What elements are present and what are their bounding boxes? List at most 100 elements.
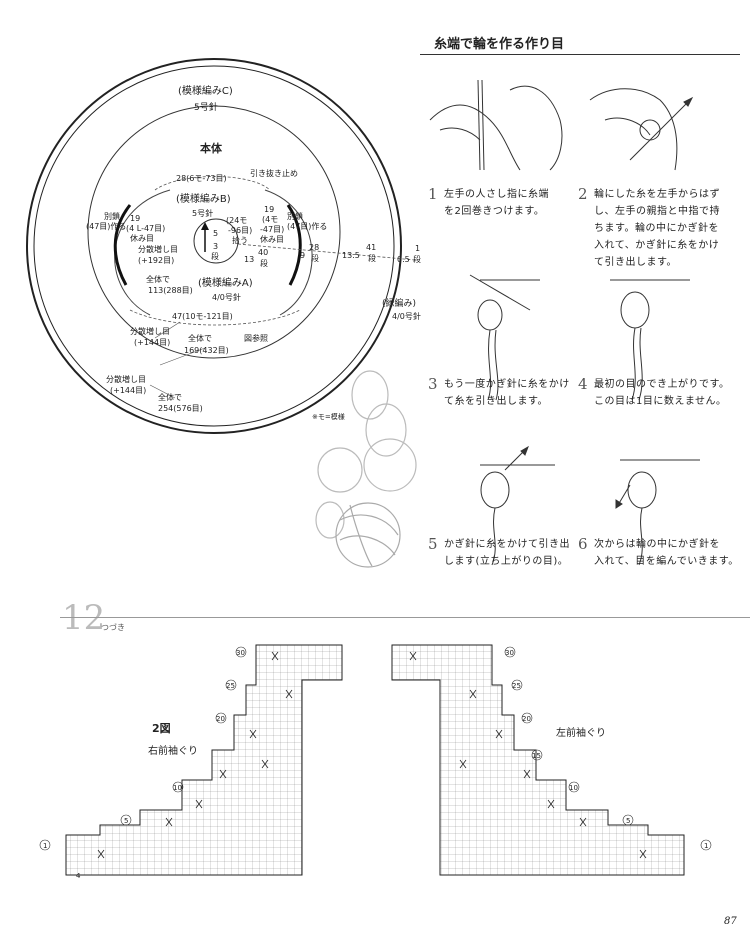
right-row-5: 5 [124, 817, 128, 825]
right-row-1: 1 [43, 842, 47, 850]
total-113-1: 全体で [146, 274, 170, 284]
leader-line [154, 321, 181, 339]
center-row: 段 [211, 251, 219, 261]
count-135: 13.5 [342, 251, 360, 260]
right-47: -47目) [260, 225, 284, 234]
left-row-25: 25 [512, 682, 521, 690]
outer-ring-edge [26, 58, 402, 434]
left-19: 19 [130, 214, 140, 223]
left-opening [113, 204, 132, 286]
pattern-c-label: (模様編みC) [178, 84, 233, 97]
step-1-line-2: を2回巻きつけます。 [444, 206, 545, 217]
pick-up-1: (24モ [226, 216, 247, 225]
body-ring [87, 105, 341, 359]
leader-line [149, 384, 176, 399]
step-2-line-3: ちます。輪の中にかぎ針を [594, 223, 719, 234]
left-row-1: 1 [704, 842, 708, 850]
inc-144b-2: (+144目) [110, 386, 146, 395]
step-1-text: 左手の人さし指に糸端 を2回巻きつけます。 [444, 186, 549, 220]
page-number: 87 [724, 916, 737, 927]
step-5-line-2: します(立ち上がりの目)。 [444, 556, 569, 567]
left-chart-shape [391, 644, 685, 876]
inc-192-2: (+192目) [138, 256, 174, 265]
left-row-30: 30 [505, 649, 514, 657]
left-row-15: 15 [532, 752, 541, 760]
section-subtitle: つづき [101, 623, 125, 632]
inc-144b-1: 分散増し目 [106, 374, 146, 384]
inc-144-2: (+144目) [134, 338, 170, 347]
right-row-30: 30 [236, 649, 245, 657]
center-arrow-head [201, 222, 209, 230]
step-2-text: 輪にした糸を左手からはず し、左手の親指と中指で持 ちます。輪の中にかぎ針を 入… [594, 186, 720, 271]
step-6-line-1: 次からは輪の中にかぎ針を [594, 539, 720, 550]
total-254-1: 全体で [158, 392, 182, 402]
figure-label: 2図 [152, 721, 171, 735]
right-rest: 休み目 [260, 234, 284, 244]
frac-40-bot: 段 [260, 258, 268, 268]
step-2-line-5: て引き出します。 [594, 257, 677, 268]
step-5-number: 5 [428, 535, 438, 553]
needle-a-label: 4/0号針 [212, 292, 241, 302]
step-2-line-1: 輪にした糸を左手からはず [594, 189, 720, 200]
frac-41-top: 41 [366, 243, 376, 252]
count-top-label: 28(6モ-73目) [176, 174, 227, 183]
tutorial-title-rule [420, 54, 740, 55]
step-6-number: 6 [578, 535, 588, 553]
frac-1-bot: 段 [413, 254, 421, 264]
top-dimension-arc [154, 176, 271, 191]
step3-loop-illustration [469, 274, 540, 401]
step-4-line-1: 最初の目のでき上がりです。 [594, 379, 730, 390]
total-113-2: 113(288目) [148, 286, 193, 295]
count-13: 13 [244, 255, 254, 264]
total-254-2: 254(576目) [158, 404, 203, 413]
right-19: 19 [264, 205, 274, 214]
left-chart-stitch-marks [409, 651, 647, 859]
pick-up-2: -96目) [228, 226, 252, 235]
frac-40-top: 40 [258, 248, 268, 257]
step-2-line-4: 入れて、かぎ針に糸をかけ [594, 240, 720, 251]
left-row-20: 20 [522, 715, 531, 723]
right-opening [286, 204, 302, 286]
right-yarn-1: 別鎖 [287, 211, 303, 221]
step6-loop-illustration [615, 459, 700, 566]
step-5-text: かぎ針に糸をかけて引き出 します(立ち上がりの目)。 [444, 536, 570, 570]
right-small-4: 4 [76, 872, 81, 880]
leader-line [159, 347, 206, 366]
total-169-2: 169(432目) [184, 346, 229, 355]
tutorial-illustrations [429, 79, 700, 566]
frac-28-bot: 段 [311, 253, 319, 263]
needle-b-label: 5号針 [192, 208, 213, 218]
edge-label: (縁編み) [382, 297, 416, 309]
step-4-line-2: この目は1目に数えません。 [594, 396, 727, 407]
left-yarn-1: 別鎖 [104, 211, 120, 221]
section-number: 12 [62, 598, 106, 638]
needle-c-label: 5号針 [194, 101, 218, 113]
circular-diagram: (模様編みC) 5号針 本体 28(6モ-73目) 引き抜き止め (模様編みB)… [26, 58, 421, 568]
outer-ring-inner [33, 65, 395, 427]
step-6-text: 次からは輪の中にかぎ針を 入れて、目を編んでいきます。 [594, 536, 739, 570]
section-rule [60, 617, 750, 618]
pick-up-3: 拾う [232, 235, 248, 245]
motif-note: ※モ=模様 [312, 412, 345, 421]
sleeve-charts: 2図 右前袖ぐり 左前袖ぐり 30 25 20 10 5 1 4 30 25 2… [39, 644, 712, 880]
step2-hand-illustration [589, 88, 694, 171]
left-yarn-2: (47目)作る [86, 221, 126, 231]
step-3-text: もう一度かぎ針に糸をかけ て糸を引き出します。 [444, 376, 570, 410]
right-row-markers: 30 25 20 10 5 1 4 [39, 646, 247, 880]
right-chart-stitch-marks [97, 651, 293, 859]
right-4m: (4モ [262, 215, 278, 224]
right-armhole-chart [65, 644, 343, 876]
step-2-number: 2 [578, 185, 588, 203]
step-2-line-2: し、左手の親指と中指で持 [594, 206, 720, 217]
right-yarn-2: (47目)作る [287, 221, 327, 231]
step-3-line-1: もう一度かぎ針に糸をかけ [444, 379, 570, 390]
count-9: 9 [300, 251, 305, 260]
right-row-20: 20 [216, 715, 225, 723]
step-3-line-2: て糸を引き出します。 [444, 396, 548, 407]
yarn-ball-illustration [335, 502, 401, 568]
left-rest: 休み目 [130, 233, 154, 243]
see-chart: 図参照 [244, 333, 268, 343]
left-row-5: 5 [626, 817, 630, 825]
frac-41-bot: 段 [368, 253, 376, 263]
step-3-number: 3 [428, 375, 438, 393]
